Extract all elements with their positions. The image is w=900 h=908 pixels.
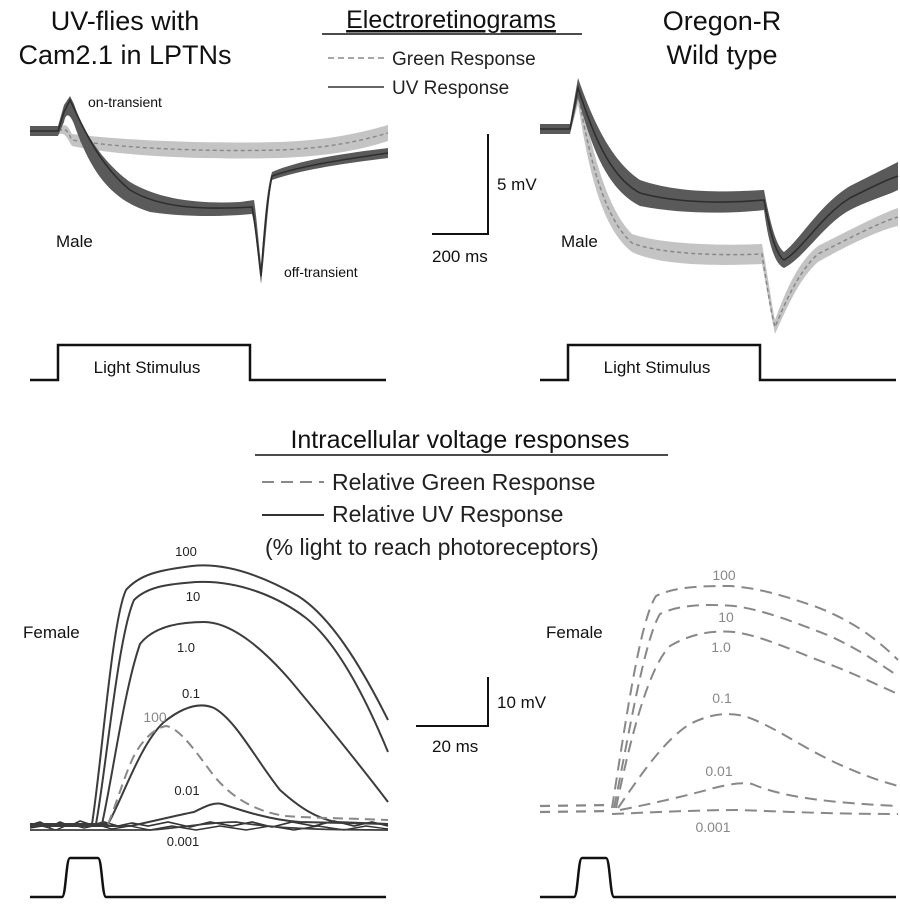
legend-green-label: Green Response [392,49,536,70]
uv-trace-100 [30,564,389,825]
stimulus-label: Light Stimulus [94,358,201,377]
uv-trace-10 [30,580,389,825]
panel-title-line1: UV-flies with [51,6,200,36]
legend-green-label: Relative Green Response [332,469,595,495]
erg-scale-x: 200 ms [432,247,488,266]
light-stimulus-trace [30,343,386,382]
green-response-trace [30,128,389,152]
uv-label-0.01: 0.01 [174,783,199,798]
uv-label-10: 10 [186,589,200,604]
green-label-100: 100 [712,567,736,583]
panel-title-line1: Oregon-R [663,6,782,36]
intracellular-scale-y: 10 mV [497,693,547,712]
uv-trace-0.01 [30,802,389,827]
sex-label: Male [56,232,93,251]
panel-bottom-left: Female 100 10 1.0 0.1 0.01 0.001 100 [23,544,389,899]
intracellular-scale-bar [416,677,489,727]
green-response-trace [540,93,899,330]
green-baseline-trace [539,803,613,808]
erg-scale-bar [432,134,489,235]
erg-heading: Electroretinograms [346,6,556,34]
green-label-100: 100 [143,709,167,725]
panel-title-line2: Wild type [666,40,777,70]
uv-response-trace [30,98,389,277]
uv-label-0.1: 0.1 [182,686,200,701]
legend-uv-label: Relative UV Response [332,501,563,527]
panel-top-right: Oregon-R Wild type Male Light Stimulus [540,6,899,382]
panel-top-center: Electroretinograms Green Response UV Res… [322,6,582,266]
uv-label-100: 100 [175,544,197,559]
legend-note: (% light to reach photoreceptors) [265,534,599,560]
uv-label-0.001: 0.001 [167,834,200,849]
uv-label-1.0: 1.0 [177,640,195,655]
green-trace-0.1 [617,713,899,809]
green-trace-0.001 [611,808,899,815]
panel-bottom-right: Female 100 10 1.0 0.1 0.01 0.001 [539,567,899,899]
light-stimulus-trace [30,856,386,899]
on-transient-label: on-transient [88,94,162,110]
erg-scale-y: 5 mV [497,175,537,194]
green-trace-100 [611,584,899,809]
green-response-band [540,84,898,334]
green-trace-0.01 [619,782,899,811]
uv-response-band [30,96,388,284]
uv-trace-0.001 [30,821,389,831]
sex-label: Male [561,232,598,251]
uv-trace-1.0 [30,620,389,825]
green-trace-1.0 [615,630,899,809]
green-response-band [30,125,388,159]
green-trace-10 [613,603,899,809]
green-trace-100 [107,724,389,825]
green-label-0.1: 0.1 [712,690,732,706]
intracellular-heading: Intracellular voltage responses [290,426,629,454]
panel-title-line2: Cam2.1 in LPTNs [18,40,231,70]
light-stimulus-trace [540,343,896,382]
sex-label: Female [546,623,603,642]
legend-uv-label: UV Response [392,78,509,99]
off-transient-label: off-transient [284,264,358,280]
intracellular-scale-x: 20 ms [432,737,478,756]
sex-label: Female [23,623,80,642]
green-label-0.01: 0.01 [705,763,732,779]
panel-top-left: UV-flies with Cam2.1 in LPTNs on-transie… [18,6,389,382]
green-label-0.001: 0.001 [695,819,730,835]
green-label-10: 10 [718,609,734,625]
light-stimulus-trace [540,856,896,899]
green-baseline-trace [539,809,613,814]
stimulus-label: Light Stimulus [604,358,711,377]
panel-bottom-center: Intracellular voltage responses Relative… [255,426,668,756]
green-label-1.0: 1.0 [711,639,731,655]
uv-trace-0.1 [30,704,389,825]
uv-response-trace [540,84,899,261]
